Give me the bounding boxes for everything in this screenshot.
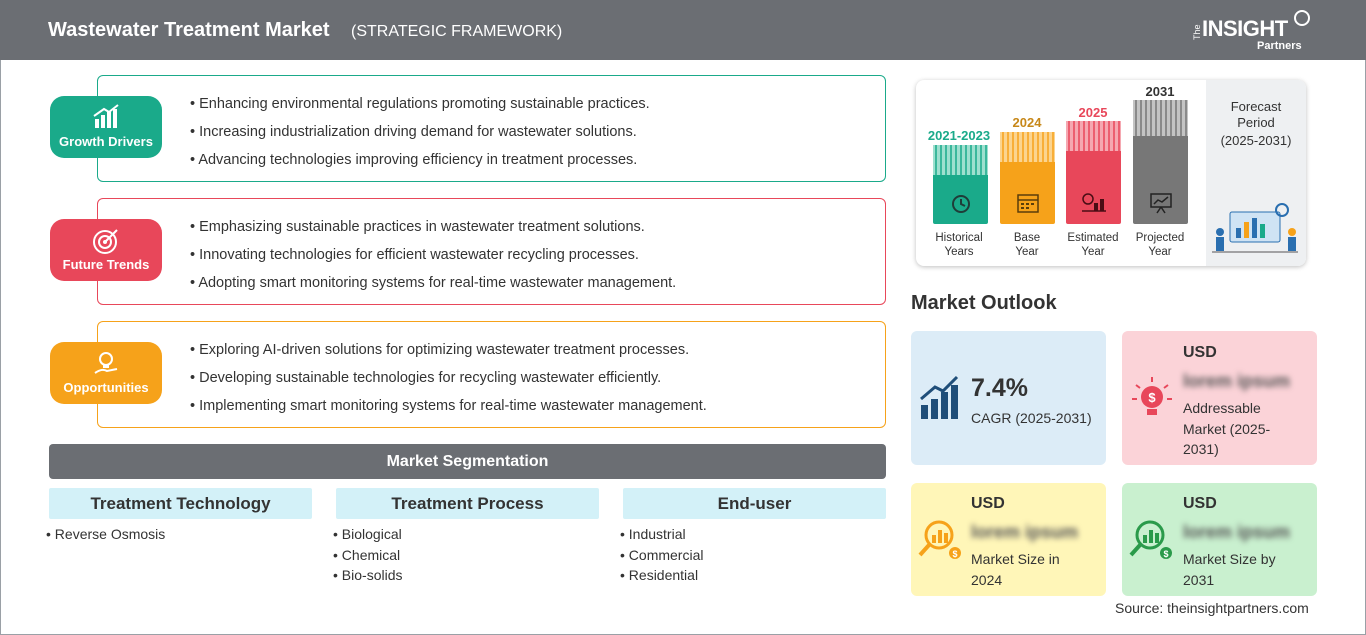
size-2031-label: Market Size by 2031 — [1183, 551, 1276, 588]
list-item: Reverse Osmosis — [46, 526, 165, 547]
source-link[interactable]: Source: theinsightpartners.com — [1115, 600, 1309, 616]
gears-chart-icon — [1082, 193, 1106, 212]
timeline-bar-base — [1000, 132, 1055, 224]
addressable-currency: USD — [1183, 344, 1217, 361]
target-icon — [93, 229, 118, 254]
size-2024-currency: USD — [971, 495, 1005, 512]
segment-list-treatment-process: Biological Chemical Bio-solids — [333, 526, 403, 588]
magnifier-chart-icon: $ — [1129, 520, 1172, 559]
list-item: Advancing technologies improving efficie… — [190, 152, 650, 180]
presentation-board-icon — [1150, 193, 1172, 214]
segment-list-treatment-technology: Reverse Osmosis — [46, 526, 165, 547]
growth-drivers-tag: Growth Drivers — [50, 96, 162, 158]
addressable-label: Addressable Market (2025- 2031) — [1183, 400, 1271, 457]
size-2031-currency: USD — [1183, 495, 1217, 512]
list-item: Exploring AI-driven solutions for optimi… — [190, 342, 707, 370]
cagr-card: 7.4% CAGR (2025-2031) — [911, 331, 1106, 465]
timeline-caption-projected: Projected Year — [1135, 232, 1185, 258]
money-bulb-icon: $ — [1132, 377, 1172, 415]
market-size-2024-card: $ USD lorem ipsum Market Size in 2024 — [911, 483, 1106, 596]
future-trends-box: Emphasizing sustainable practices in was… — [97, 198, 886, 305]
list-item: Emphasizing sustainable practices in was… — [190, 219, 676, 247]
magnifier-coin-icon: $ — [918, 520, 961, 559]
list-item: Enhancing environmental regulations prom… — [190, 96, 650, 124]
growth-drivers-box: Enhancing environmental regulations prom… — [97, 75, 886, 182]
svg-text:$: $ — [952, 549, 957, 559]
list-item: Developing sustainable technologies for … — [190, 370, 707, 398]
analytics-people-icon — [1212, 203, 1298, 253]
timeline-bar-estimated — [1066, 121, 1121, 224]
segment-heading-end-user: End-user — [623, 488, 886, 519]
list-item: Residential — [620, 567, 703, 588]
page-title: Wastewater Treatment Market — [48, 19, 330, 41]
list-item: Chemical — [333, 547, 403, 568]
size-2024-label: Market Size in 2024 — [971, 551, 1060, 588]
future-trends-tag: Future Trends — [50, 219, 162, 281]
cagr-label: CAGR (2025-2031) — [971, 410, 1092, 426]
market-size-2031-card: $ USD lorem ipsum Market Size by 2031 — [1122, 483, 1317, 596]
list-item: Increasing industrialization driving dem… — [190, 124, 650, 152]
timeline-bar-historical — [933, 145, 988, 224]
lightbulb-hand-icon — [94, 352, 118, 374]
list-item: Adopting smart monitoring systems for re… — [190, 275, 676, 303]
page-subtitle: (STRATEGIC FRAMEWORK) — [351, 23, 563, 40]
timeline-caption-base: Base Year — [1013, 232, 1041, 258]
list-item: Commercial — [620, 547, 704, 568]
calendar-icon — [1017, 194, 1039, 213]
growth-bars-icon — [920, 375, 959, 419]
timeline-year-projected: 2031 — [1145, 84, 1175, 99]
history-clock-icon — [952, 195, 970, 213]
svg-text:$: $ — [1163, 549, 1168, 559]
svg-text:$: $ — [1148, 390, 1156, 405]
timeline-caption-estimated: Estimated Year — [1067, 232, 1119, 258]
forecast-label: Forecast Period — [1230, 99, 1282, 130]
segment-heading-treatment-technology: Treatment Technology — [49, 488, 312, 519]
opportunities-label: Opportunities — [63, 380, 149, 395]
timeline-caption-historical: Historical Years — [935, 232, 983, 258]
growth-drivers-list: Enhancing environmental regulations prom… — [190, 96, 650, 180]
cagr-value: 7.4% — [971, 374, 1028, 402]
timeline-year-estimated: 2025 — [1078, 105, 1108, 120]
addressable-value: lorem ipsum — [1183, 371, 1291, 391]
list-item: Innovating technologies for efficient wa… — [190, 247, 676, 275]
timeline-bar-projected — [1133, 100, 1188, 224]
list-item: Biological — [333, 526, 403, 547]
insight-partners-logo: The INSIGHT Partners — [1192, 10, 1312, 54]
growth-drivers-label: Growth Drivers — [59, 134, 153, 149]
market-outlook-title: Market Outlook — [911, 292, 1057, 314]
future-trends-label: Future Trends — [62, 257, 150, 272]
forecast-range: (2025-2031) — [1220, 133, 1292, 148]
timeline-year-base: 2024 — [1012, 115, 1042, 130]
growth-chart-icon — [93, 104, 119, 128]
timeline-year-historical: 2021-2023 — [927, 128, 991, 143]
opportunities-tag: Opportunities — [50, 342, 162, 404]
addressable-market-card: $ USD lorem ipsum Addressable Market (20… — [1122, 331, 1317, 465]
list-item: Bio-solids — [333, 567, 403, 588]
opportunities-list: Exploring AI-driven solutions for optimi… — [190, 342, 707, 426]
segment-heading-treatment-process: Treatment Process — [336, 488, 599, 519]
market-segmentation-bar: Market Segmentation — [49, 444, 886, 479]
list-item: Industrial — [620, 526, 703, 547]
header-bar: Wastewater Treatment Market (STRATEGIC F… — [0, 0, 1366, 60]
segment-list-end-user: Industrial Commercial Residential — [620, 526, 704, 588]
size-2024-value: lorem ipsum — [971, 522, 1079, 542]
opportunities-box: Exploring AI-driven solutions for optimi… — [97, 321, 886, 428]
future-trends-list: Emphasizing sustainable practices in was… — [190, 219, 676, 303]
size-2031-value: lorem ipsum — [1183, 522, 1291, 542]
list-item: Implementing smart monitoring systems fo… — [190, 398, 707, 426]
